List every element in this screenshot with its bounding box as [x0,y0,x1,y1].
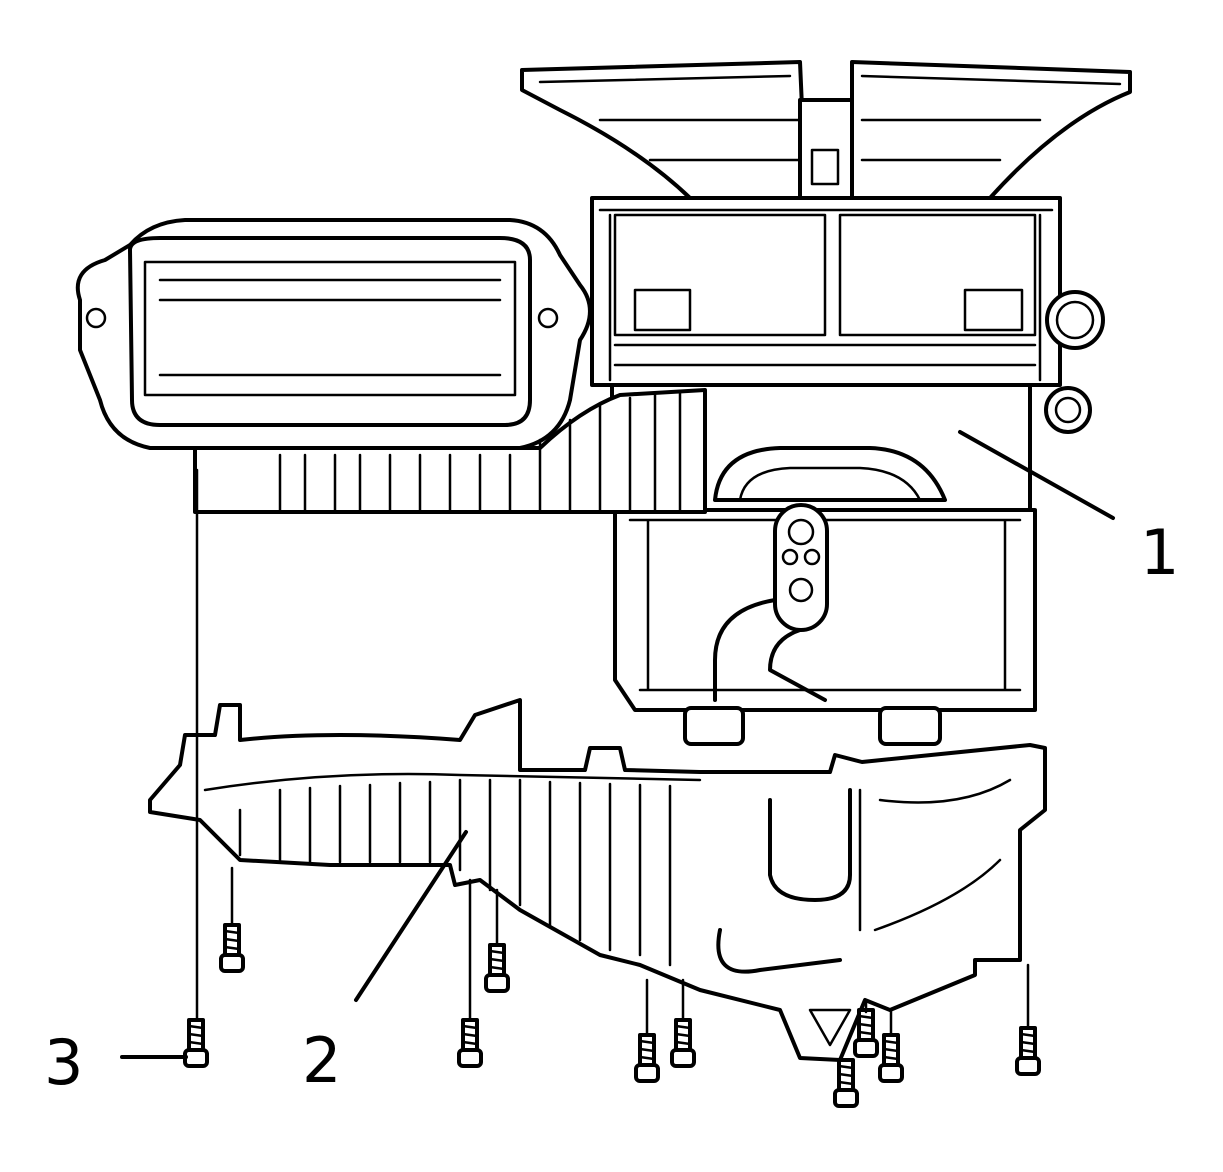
lower-case [148,698,1047,1062]
screw-icon [634,1033,660,1083]
screw-icon [853,1008,879,1058]
screw-icon [670,1018,696,1068]
screw-icon [1015,1026,1041,1076]
screw-icon [878,1033,904,1083]
screw-icon [833,1058,859,1108]
leader-lines [120,430,1115,1059]
screw-icon [219,923,245,973]
screw-icon [457,1018,483,1068]
callout-3-label: 3 [44,1026,84,1099]
screw-icon [484,943,510,993]
callout-2-leader [354,830,468,1002]
upper-ribbed-duct [193,388,707,514]
callout-2-label: 2 [302,1024,342,1097]
blower-intake [75,218,592,450]
screw-icon [183,1018,209,1068]
right-defrost-duct [850,60,1132,200]
lower-housing [148,698,1047,1062]
callout-1-label: 1 [1140,516,1180,589]
callout-1-leader [958,430,1115,520]
upper-housing [75,60,1132,746]
